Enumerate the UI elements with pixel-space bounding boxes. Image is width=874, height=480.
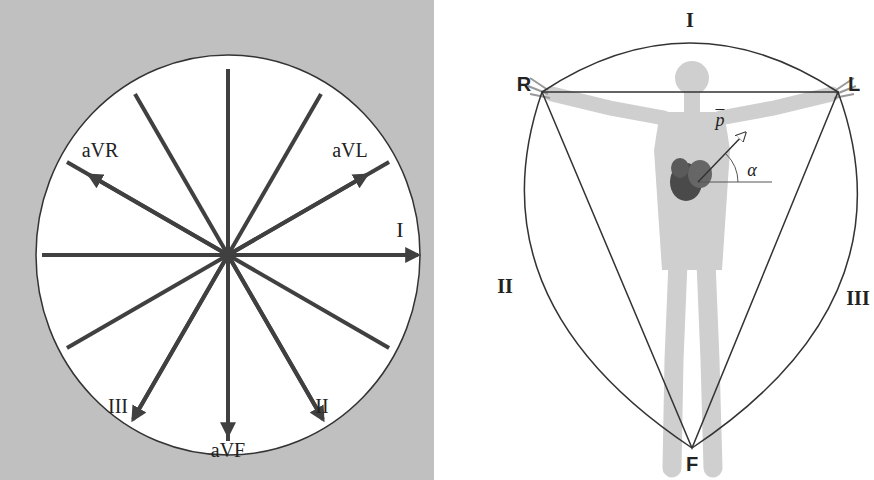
lead-label: aVL bbox=[332, 140, 368, 160]
vector-label: p bbox=[716, 111, 725, 129]
lead-label: III bbox=[846, 288, 869, 308]
lead-arrow bbox=[228, 253, 418, 257]
lead-arrow bbox=[133, 255, 228, 420]
lead-arrow bbox=[89, 175, 228, 255]
hexaxial-circle bbox=[36, 55, 420, 455]
dipole-vector bbox=[698, 133, 772, 182]
lead-label: I bbox=[396, 219, 403, 241]
electrode-label: R bbox=[517, 74, 531, 94]
heart bbox=[670, 158, 712, 201]
angle-label: α bbox=[747, 161, 756, 179]
panel-ground bbox=[0, 0, 434, 480]
lead-label: II bbox=[315, 396, 328, 416]
electrode-label: L bbox=[848, 74, 860, 94]
lead-label: II bbox=[497, 276, 513, 296]
lead-arrow bbox=[228, 255, 323, 420]
electrode-label: F bbox=[686, 454, 698, 474]
lead-arrow bbox=[226, 255, 230, 435]
body-silhouette bbox=[528, 61, 856, 468]
lead-arrow bbox=[228, 175, 367, 255]
lead-label: I bbox=[686, 10, 694, 30]
lead-label: aVR bbox=[82, 140, 119, 160]
lead-label: III bbox=[108, 396, 128, 416]
einthoven-triangle bbox=[524, 43, 857, 448]
lead-label: aVF bbox=[211, 440, 245, 460]
lead-axes bbox=[42, 69, 418, 441]
